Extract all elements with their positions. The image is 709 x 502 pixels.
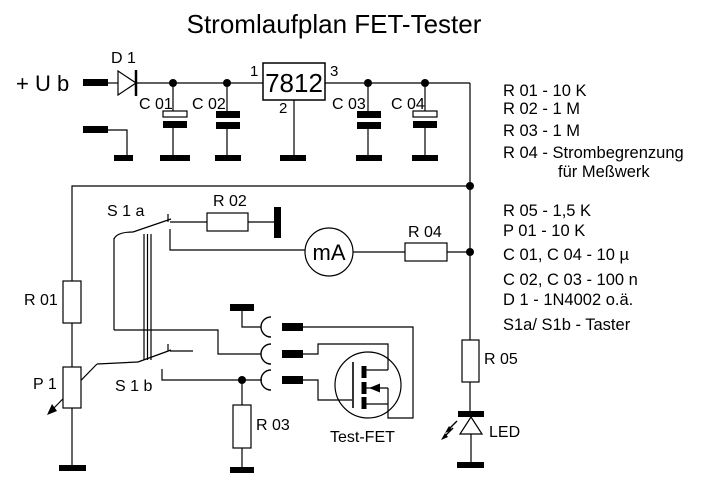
parts-list-line: R 02 - 1 M bbox=[503, 100, 580, 118]
r01-label: R 01 bbox=[24, 292, 58, 309]
resistor-r05-body bbox=[461, 339, 480, 383]
regulator-7812: 7812 bbox=[262, 62, 326, 101]
parts-list-line: R 01 - 10 K bbox=[503, 82, 586, 100]
ground-bar bbox=[412, 155, 438, 161]
capacitor-c02-symbol bbox=[216, 111, 240, 129]
test-fet-label: Test-FET bbox=[330, 429, 395, 446]
socket-pin-bar bbox=[282, 376, 303, 384]
ground-bar bbox=[230, 467, 254, 473]
parts-list-line: C 01, C 04 - 10 µ bbox=[503, 246, 629, 264]
led-emission-arrows bbox=[444, 420, 458, 437]
socket-arc bbox=[260, 316, 272, 338]
potentiometer-p1-body bbox=[62, 366, 82, 409]
ground-bar bbox=[59, 465, 86, 471]
ground-bar bbox=[215, 155, 241, 161]
test-point-bar bbox=[230, 304, 254, 311]
test-socket-pins bbox=[282, 323, 303, 384]
parts-list-line: C 02, C 03 - 100 n bbox=[503, 271, 638, 289]
pin2-label: 2 bbox=[279, 100, 287, 117]
parts-list: R 01 - 10 K R 02 - 1 M R 03 - 1 M R 04 -… bbox=[503, 82, 684, 334]
parts-list-line: R 03 - 1 M bbox=[503, 122, 580, 140]
page-title: Stromlaufplan FET-Tester bbox=[187, 9, 482, 39]
parts-list-line: R 04 - Strombegrenzung bbox=[503, 144, 684, 162]
pin3-label: 3 bbox=[330, 63, 338, 80]
ground-bar bbox=[280, 155, 306, 161]
r05-label: R 05 bbox=[484, 351, 518, 368]
r04-label: R 04 bbox=[408, 224, 442, 241]
parts-list-line: S1a/ S1b - Taster bbox=[503, 316, 631, 334]
resistor-bodies bbox=[62, 212, 480, 449]
led-symbol bbox=[441, 411, 484, 440]
wires bbox=[52, 82, 472, 467]
d1-label: D 1 bbox=[111, 50, 136, 67]
socket-arc bbox=[260, 343, 272, 365]
capacitor-c01-symbol bbox=[162, 110, 188, 128]
c03-label: C 03 bbox=[332, 96, 366, 113]
led-label: LED bbox=[489, 424, 520, 441]
r02-label: R 02 bbox=[213, 193, 247, 210]
parts-list-line: D 1 - 1N4002 o.ä. bbox=[503, 291, 633, 309]
socket-pin-bar bbox=[282, 323, 303, 331]
r03-label: R 03 bbox=[256, 417, 290, 434]
ground-bar bbox=[356, 155, 382, 161]
supply-label: + U b bbox=[16, 71, 69, 96]
p1-label: P 1 bbox=[33, 376, 57, 393]
junction-dots bbox=[169, 79, 474, 384]
s1b-label: S 1 b bbox=[115, 378, 152, 395]
test-fet-symbol bbox=[334, 351, 402, 419]
diode-d1-symbol bbox=[117, 69, 138, 97]
parts-list-line: für Meßwerk bbox=[558, 163, 650, 181]
ground-bar bbox=[160, 155, 190, 161]
parts-list-line: P 01 - 10 K bbox=[503, 222, 585, 240]
c02-label: C 02 bbox=[192, 96, 226, 113]
meter-label: mA bbox=[313, 240, 346, 265]
fet-bulk-arrowhead bbox=[369, 383, 380, 393]
regulator-label: 7812 bbox=[265, 68, 323, 98]
c04-label: C 04 bbox=[391, 96, 425, 113]
resistor-r03-body bbox=[232, 404, 252, 449]
socket-pin-bar bbox=[282, 350, 303, 358]
ground-bar bbox=[114, 155, 133, 161]
resistor-r04-body bbox=[404, 242, 448, 262]
capacitor-c04-symbol bbox=[412, 110, 438, 128]
c01-label: C 01 bbox=[139, 96, 173, 113]
supply-terminal-minus bbox=[83, 126, 108, 133]
s1a-label: S 1 a bbox=[107, 203, 144, 220]
terminals-and-grounds bbox=[59, 79, 484, 473]
capacitor-c03-symbol bbox=[357, 111, 381, 129]
socket-arc bbox=[260, 369, 272, 391]
test-sockets bbox=[260, 316, 272, 391]
resistor-r02-body bbox=[206, 212, 249, 232]
ma-meter: mA bbox=[304, 227, 354, 277]
parts-list-line: R 05 - 1,5 K bbox=[503, 202, 591, 220]
r02-terminal-post bbox=[274, 207, 281, 238]
ground-bar bbox=[457, 462, 484, 468]
supply-terminal-plus bbox=[83, 79, 108, 86]
p1-wiper-arrowhead bbox=[47, 404, 57, 415]
pin1-label: 1 bbox=[250, 63, 258, 80]
resistor-r01-body bbox=[62, 280, 82, 324]
component-labels: + U b D 1 C 01 C 02 C 03 C 04 1 3 2 R 01… bbox=[16, 50, 520, 446]
